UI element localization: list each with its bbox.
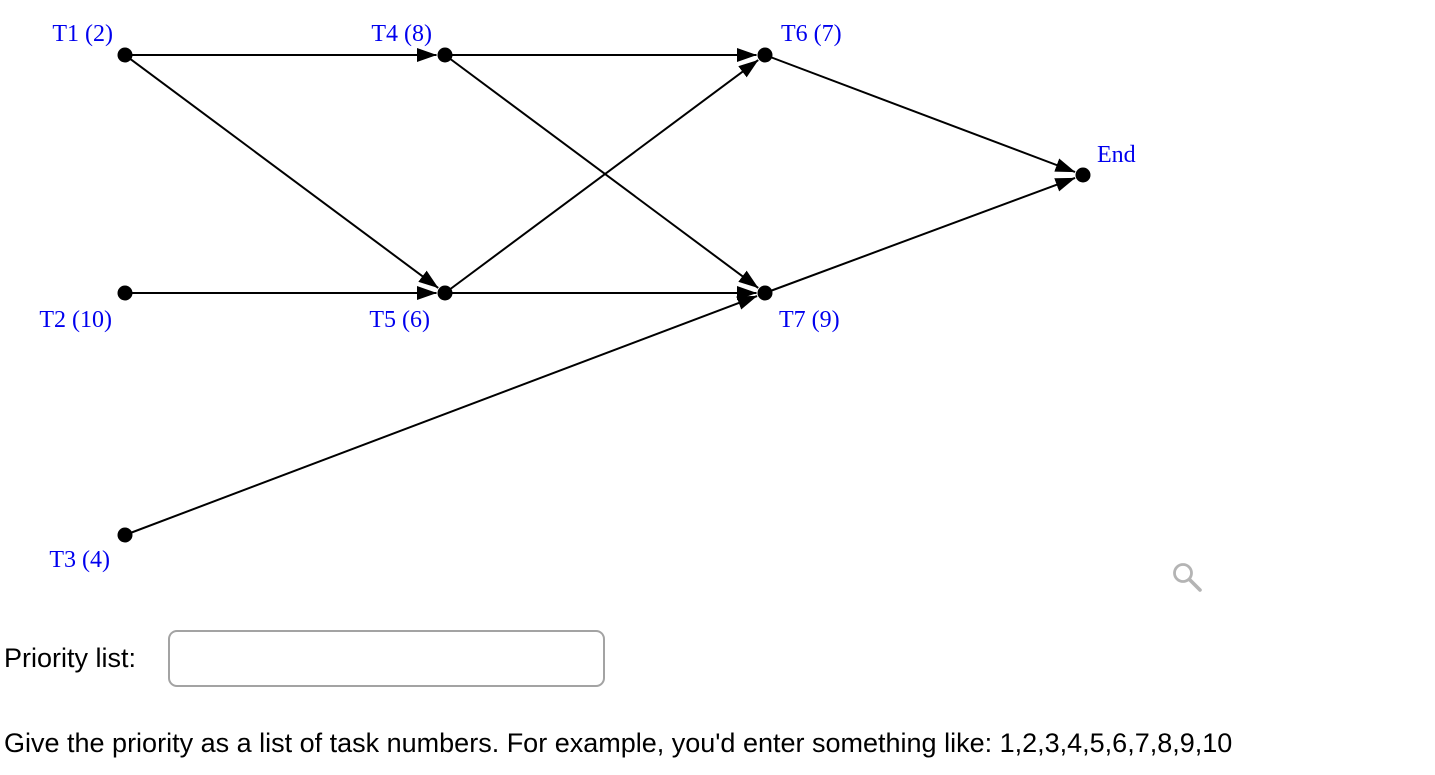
node-label-T5: T5 (6): [369, 307, 430, 333]
edge-T5-T6: [444, 59, 759, 294]
instructions-text: Give the priority as a list of task numb…: [4, 728, 1233, 758]
node-label-T1: T1 (2): [52, 21, 113, 47]
node-label-T6: T6 (7): [781, 21, 842, 47]
node-label-T2: T2 (10): [39, 307, 112, 333]
edge-T6-End: [764, 54, 1076, 173]
priority-list-input[interactable]: [168, 630, 605, 687]
node-T7: [757, 285, 773, 301]
priority-list-label: Priority list:: [4, 643, 137, 673]
edge-T1-T5: [124, 54, 439, 289]
node-T3: [117, 527, 133, 543]
node-label-T4: T4 (8): [371, 21, 432, 47]
node-label-T7: T7 (9): [779, 307, 840, 333]
magnifier-glass: [1173, 563, 1193, 583]
node-T4: [437, 47, 453, 63]
edge-T4-T7: [444, 54, 759, 289]
node-T5: [437, 285, 453, 301]
node-T6: [757, 47, 773, 63]
node-End: [1075, 167, 1091, 183]
node-label-T3: T3 (4): [49, 547, 110, 573]
edge-T3-T7: [124, 295, 758, 536]
node-T1: [117, 47, 133, 63]
node-label-End: End: [1097, 142, 1136, 168]
node-T2: [117, 285, 133, 301]
magnifier-icon[interactable]: [1166, 556, 1206, 596]
magnifier-handle: [1187, 577, 1202, 592]
task-graph: T1 (2) T2 (10) T3 (4) T4 (8) T5 (6) T6 (7) T7 …: [39, 21, 1136, 573]
edge-T7-End: [764, 177, 1076, 294]
